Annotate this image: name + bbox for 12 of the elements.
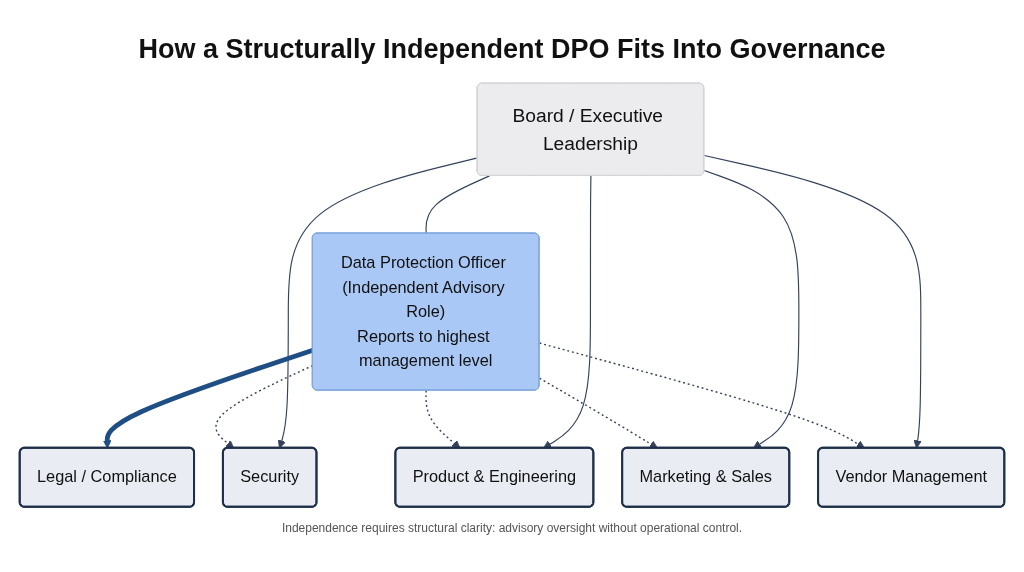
arrow [538, 377, 658, 449]
title: How a Structurally Independent DPO Fits Into Governance [138, 34, 886, 65]
arrow [103, 347, 314, 449]
arrow [703, 154, 922, 449]
arrow [703, 169, 800, 449]
caption: Independence requires structural clarity: advisory oversight without operational control. [281, 521, 743, 535]
arrow [538, 342, 865, 449]
arrow [543, 175, 592, 449]
arrow [425, 389, 461, 449]
arrow [277, 157, 479, 449]
connector [425, 175, 491, 235]
arrow [215, 364, 314, 449]
